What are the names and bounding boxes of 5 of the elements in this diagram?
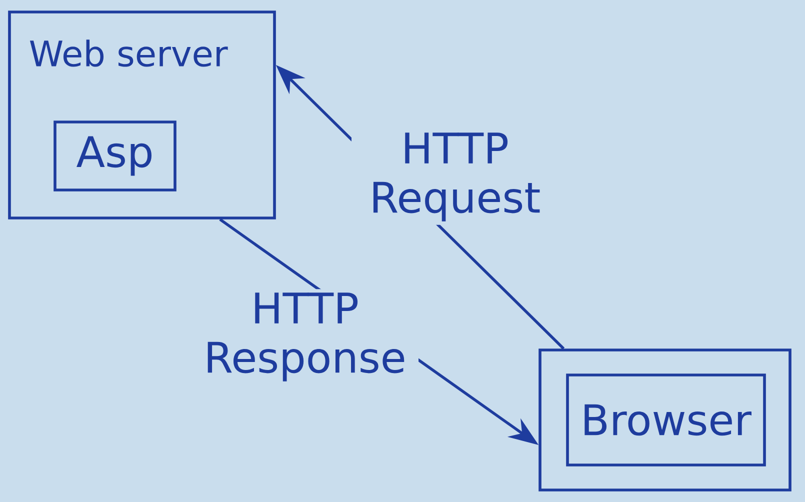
asp-box: Asp [54, 120, 176, 192]
edge-label: HTTP Response [192, 289, 419, 385]
browser-box: Browser [566, 374, 766, 466]
outer-box [538, 348, 792, 492]
edge-label: HTTP Request [352, 129, 559, 225]
